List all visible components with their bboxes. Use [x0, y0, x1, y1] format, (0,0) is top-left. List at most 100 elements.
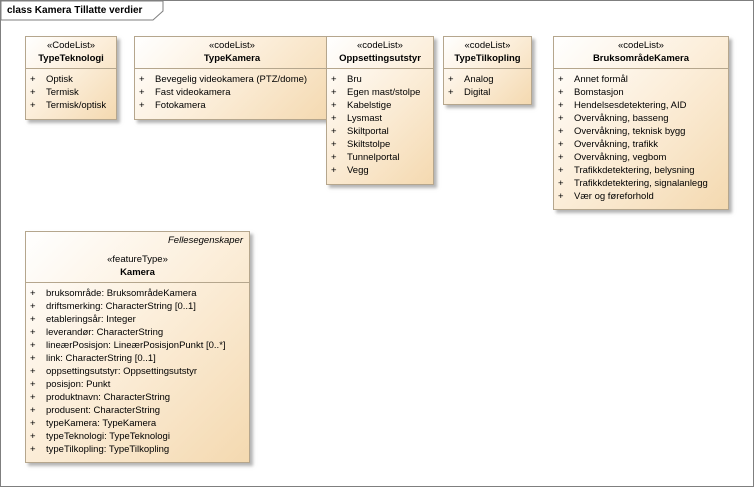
class-name: TypeKamera — [203, 53, 261, 64]
enum-value-list: + Analog + Digital — [444, 69, 531, 99]
visibility-marker: + — [558, 100, 564, 111]
visibility-marker: + — [30, 444, 36, 455]
attribute-row: +posisjon: Punkt — [26, 378, 249, 391]
visibility-marker: + — [331, 100, 337, 111]
attribute-text: typeTeknologi: TypeTeknologi — [46, 431, 170, 442]
enum-value: +Termisk/optisk — [26, 99, 116, 112]
enum-value-list: +Bru +Egen mast/stolpe +Kabelstige +Lysm… — [327, 69, 433, 177]
enum-value: + Egen mast/stolpe — [327, 86, 433, 99]
visibility-marker: + — [139, 100, 145, 111]
visibility-marker: + — [30, 301, 36, 312]
attribute-text: lineærPosisjon: LineærPosisjonPunkt [0..… — [46, 340, 226, 351]
stereotype-label: «featureType» — [107, 254, 168, 265]
enum-value-text: Vær og føreforhold — [574, 191, 654, 202]
visibility-marker: + — [331, 87, 337, 98]
enum-value: + Tunnelportal — [327, 151, 433, 164]
stereotype-label: «codeList» — [464, 40, 511, 51]
class-header: Fellesegenskaper «featureType» Kamera — [26, 232, 249, 283]
enum-value-text: Optisk — [46, 74, 73, 85]
attribute-row: +produktnavn: CharacterString — [26, 391, 249, 404]
class-kamera[interactable]: Fellesegenskaper «featureType» Kamera +b… — [25, 231, 250, 463]
frame-title: class Kamera Tillatte verdier — [7, 5, 143, 16]
visibility-marker: + — [30, 288, 36, 299]
attribute-text: driftsmerking: CharacterString [0..1] — [46, 301, 196, 312]
visibility-marker: + — [30, 418, 36, 429]
enum-value: + Digital — [444, 86, 531, 99]
enum-value-text: Bru — [347, 74, 362, 85]
visibility-marker: + — [30, 353, 36, 364]
attribute-row: + lineærPosisjon: LineærPosisjonPunkt [0.… — [26, 339, 249, 352]
class-header: «codeList» BruksområdeKamera — [554, 37, 728, 69]
enum-value-text: Termisk — [46, 87, 79, 98]
visibility-marker: + — [30, 431, 36, 442]
stereotype-label: «codeList» — [209, 40, 255, 51]
visibility-marker: + — [30, 87, 36, 98]
enum-value: +Overvåkning, trafikk — [554, 138, 728, 151]
class-type-teknologi[interactable]: «CodeList» TypeTeknologi +Optisk +Termis… — [25, 36, 117, 120]
attribute-text: typeKamera: TypeKamera — [46, 418, 157, 429]
enum-value-text: Analog — [464, 74, 494, 85]
visibility-marker: + — [139, 74, 145, 85]
attribute-text: etableringsår: Integer — [46, 314, 136, 325]
visibility-marker: + — [30, 392, 36, 403]
enum-value-text: Tunnelportal — [347, 152, 400, 163]
enum-value: +Fast videokamera — [135, 86, 329, 99]
attribute-row: +oppsettingsutstyr: Oppsettingsutstyr — [26, 365, 249, 378]
visibility-marker: + — [331, 126, 337, 137]
enum-value-text: Egen mast/stolpe — [347, 87, 421, 98]
class-name: Oppsettingsutstyr — [339, 53, 421, 64]
enum-value: +Bru — [327, 73, 433, 86]
enum-value-text: Bomstasjon — [574, 87, 624, 98]
attribute-row: + link: CharacterString [0..1] — [26, 352, 249, 365]
enum-value: + Vær og føreforhold — [554, 190, 728, 203]
enum-value-text: Overvåkning, trafikk — [574, 139, 658, 150]
visibility-marker: + — [448, 87, 454, 98]
attribute-text: link: CharacterString [0..1] — [46, 353, 156, 364]
attribute-row: +bruksområde: BruksområdeKamera — [26, 287, 249, 300]
enum-value: +Hendelsesdetektering, AID — [554, 99, 728, 112]
visibility-marker: + — [331, 139, 337, 150]
enum-value: + Lysmast — [327, 112, 433, 125]
class-bruksomrade-kamera[interactable]: «codeList» BruksområdeKamera + Annet form… — [553, 36, 729, 210]
attribute-row: +leverandør: CharacterString — [26, 326, 249, 339]
visibility-marker: + — [448, 74, 454, 85]
stereotype-label: «codeList» — [357, 40, 403, 51]
class-name: Kamera — [120, 267, 155, 278]
visibility-marker: + — [558, 191, 564, 202]
visibility-marker: + — [331, 113, 337, 124]
enum-value-text: Digital — [464, 87, 491, 98]
visibility-marker: + — [30, 314, 36, 325]
enum-value-text: Trafikkdetektering, belysning — [574, 165, 695, 176]
visibility-marker: + — [558, 113, 564, 124]
enum-value: + Optisk — [26, 73, 116, 86]
enum-value: + Fotokamera — [135, 99, 329, 112]
visibility-marker: + — [30, 100, 36, 111]
class-type-tilkopling[interactable]: «codeList» TypeTilkopling +Analog +Digit… — [443, 36, 532, 105]
stereotype-label: «CodeList» — [46, 40, 96, 51]
enum-value: +Trafikkdetektering, signalanlegg — [554, 177, 728, 190]
enum-value: +Skiltportal — [327, 125, 433, 138]
enum-value: +Overvåkning, vegbom — [554, 151, 728, 164]
enum-value-text: Annet formål — [574, 74, 628, 85]
enum-value-text: Overvåkning, basseng — [574, 113, 669, 124]
enum-value-list: + Optisk + Termisk +Termisk/optisk — [26, 69, 116, 112]
enum-value-text: Kabelstige — [347, 100, 392, 111]
class-type-kamera[interactable]: «codeList» TypeKamera +Bevegelig videoka… — [134, 36, 330, 120]
attribute-list: +bruksområde: BruksområdeKamera + driftsm… — [26, 283, 249, 456]
visibility-marker: + — [30, 379, 36, 390]
attribute-text: leverandør: CharacterString — [46, 327, 164, 338]
class-name: TypeTeknologi — [38, 53, 104, 64]
visibility-marker: + — [331, 152, 337, 163]
enum-value: + Overvåkning, basseng — [554, 112, 728, 125]
enum-value-text: Overvåkning, vegbom — [574, 152, 667, 163]
visibility-marker: + — [30, 74, 36, 85]
visibility-marker: + — [30, 340, 36, 351]
enum-value-text: Lysmast — [347, 113, 383, 124]
enum-value: +Trafikkdetektering, belysning — [554, 164, 728, 177]
class-oppsettingsutstyr[interactable]: «codeList» Oppsettingsutstyr +Bru +Egen … — [326, 36, 434, 185]
class-name: BruksområdeKamera — [592, 53, 690, 64]
class-header: «codeList» Oppsettingsutstyr — [327, 37, 433, 69]
enum-value-text: Fotokamera — [155, 100, 206, 111]
stereotype-label: «codeList» — [618, 40, 664, 51]
visibility-marker: + — [30, 366, 36, 377]
